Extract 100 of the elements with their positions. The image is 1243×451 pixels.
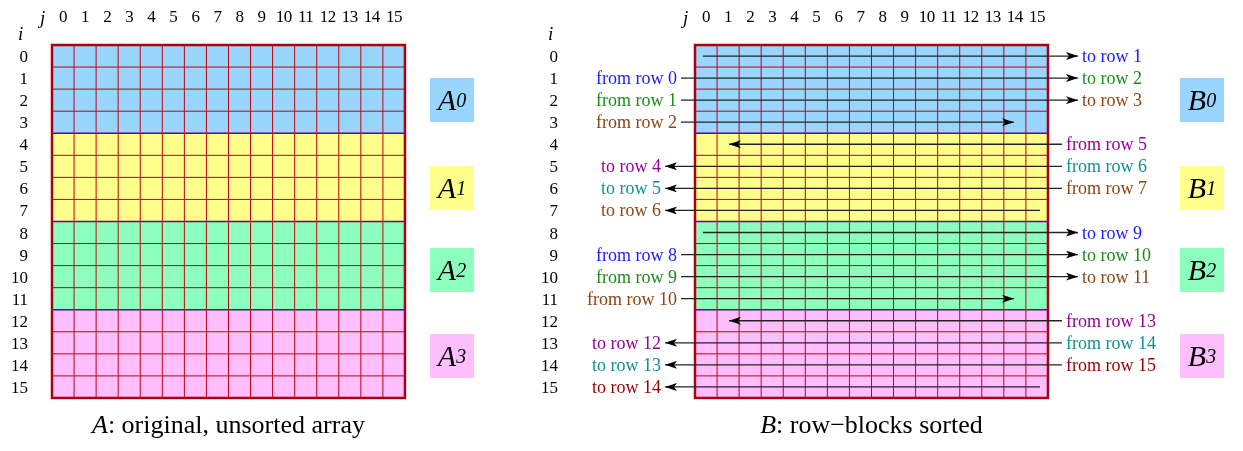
row-index: 1 — [549, 70, 558, 88]
row-index: 9 — [19, 246, 28, 264]
row-index: 2 — [549, 92, 558, 110]
row-move-label: to row 4 — [601, 157, 661, 176]
row-index: 1 — [19, 70, 28, 88]
column-index: 15 — [1028, 8, 1045, 25]
row-index: 5 — [549, 158, 558, 176]
row-index: 13 — [541, 334, 558, 352]
column-index: 15 — [385, 8, 402, 25]
column-index: 5 — [169, 8, 178, 25]
arrow — [680, 118, 1015, 127]
row-index: 2 — [19, 92, 28, 110]
row-index: 6 — [19, 180, 28, 198]
column-index: 6 — [191, 8, 200, 25]
column-index: 11 — [941, 8, 957, 25]
arrow — [664, 382, 1041, 391]
row-move-label: from row 2 — [596, 113, 677, 132]
column-index: 5 — [812, 8, 821, 25]
column-index: 10 — [275, 8, 292, 25]
column-index: 0 — [702, 8, 710, 25]
row-move-label: to row 1 — [1081, 47, 1142, 65]
arrow — [702, 228, 1079, 237]
column-index: 4 — [790, 8, 799, 25]
row-move-label: to row 11 — [1081, 267, 1151, 286]
row-index: 5 — [19, 158, 28, 176]
column-index: 13 — [341, 8, 358, 25]
row-move-label: from row 6 — [1065, 157, 1147, 176]
row-move-label: from row 13 — [1065, 311, 1156, 330]
column-index: 2 — [103, 8, 112, 25]
arrow — [680, 294, 1015, 303]
row-move-label: from row 14 — [1065, 333, 1156, 352]
row-index: 12 — [11, 312, 28, 330]
row-index: 0 — [19, 48, 28, 65]
row-index: 13 — [11, 334, 28, 352]
row-move-label: to row 5 — [601, 179, 661, 198]
column-index: 10 — [918, 8, 935, 25]
column-index: 8 — [878, 8, 887, 25]
row-index: 15 — [541, 378, 558, 396]
column-index: 3 — [125, 8, 134, 25]
column-index: 13 — [984, 8, 1001, 25]
row-move-label: to row 6 — [601, 201, 661, 220]
caption: A: original, unsorted array — [92, 412, 365, 438]
axis-label: j — [40, 8, 46, 27]
column-index: 12 — [962, 8, 979, 25]
row-move-label: from row 8 — [596, 245, 677, 264]
row-index: 0 — [549, 48, 558, 65]
row-index: 9 — [549, 246, 558, 264]
column-index: 12 — [319, 8, 336, 25]
column-index: 1 — [724, 8, 733, 25]
row-index: 11 — [11, 290, 28, 308]
row-move-label: to row 9 — [1081, 223, 1142, 242]
arrow — [664, 338, 1063, 347]
axis-label: j — [683, 8, 689, 27]
column-index: 4 — [147, 8, 156, 25]
row-move-label: from row 9 — [596, 267, 677, 286]
row-move-label: from row 5 — [1065, 135, 1147, 154]
row-index: 8 — [19, 224, 28, 242]
row-index: 3 — [549, 114, 558, 132]
row-move-label: from row 1 — [596, 91, 677, 110]
arrow — [728, 316, 1063, 325]
row-move-label: from row 10 — [587, 289, 677, 308]
row-index: 3 — [19, 114, 28, 132]
row-move-label: to row 10 — [1081, 245, 1151, 264]
row-index: 11 — [541, 290, 558, 308]
arrow — [680, 272, 1079, 281]
row-index: 14 — [541, 356, 558, 374]
arrow — [702, 52, 1079, 61]
row-move-label: to row 12 — [592, 333, 661, 352]
row-index: 4 — [19, 136, 28, 154]
column-index: 1 — [81, 8, 90, 25]
row-index: 8 — [549, 224, 558, 242]
row-index: 4 — [549, 136, 558, 154]
arrow — [728, 140, 1063, 149]
column-index: 11 — [298, 8, 314, 25]
arrow — [664, 360, 1063, 369]
row-index: 10 — [11, 268, 28, 286]
row-move-label: from row 15 — [1065, 355, 1156, 374]
row-move-label: from row 0 — [596, 69, 677, 88]
column-index: 2 — [746, 8, 755, 25]
column-index: 0 — [59, 8, 67, 25]
row-index: 7 — [19, 202, 28, 220]
arrow — [664, 162, 1063, 171]
row-index: 7 — [549, 202, 558, 220]
column-index: 6 — [834, 8, 843, 25]
arrow — [664, 206, 1041, 215]
row-index: 10 — [541, 268, 558, 286]
column-index: 9 — [900, 8, 909, 25]
column-index: 3 — [768, 8, 777, 25]
column-index: 8 — [235, 8, 244, 25]
row-move-label: from row 7 — [1065, 179, 1147, 198]
column-index: 9 — [257, 8, 266, 25]
row-index: 12 — [541, 312, 558, 330]
arrow — [680, 250, 1079, 259]
row-move-label: to row 3 — [1081, 91, 1142, 110]
row-index: 6 — [549, 180, 558, 198]
column-index: 14 — [1006, 8, 1023, 25]
caption: B: row−blocks sorted — [760, 412, 983, 438]
row-index: 15 — [11, 378, 28, 396]
column-index: 14 — [363, 8, 380, 25]
row-move-label: to row 14 — [592, 377, 661, 396]
